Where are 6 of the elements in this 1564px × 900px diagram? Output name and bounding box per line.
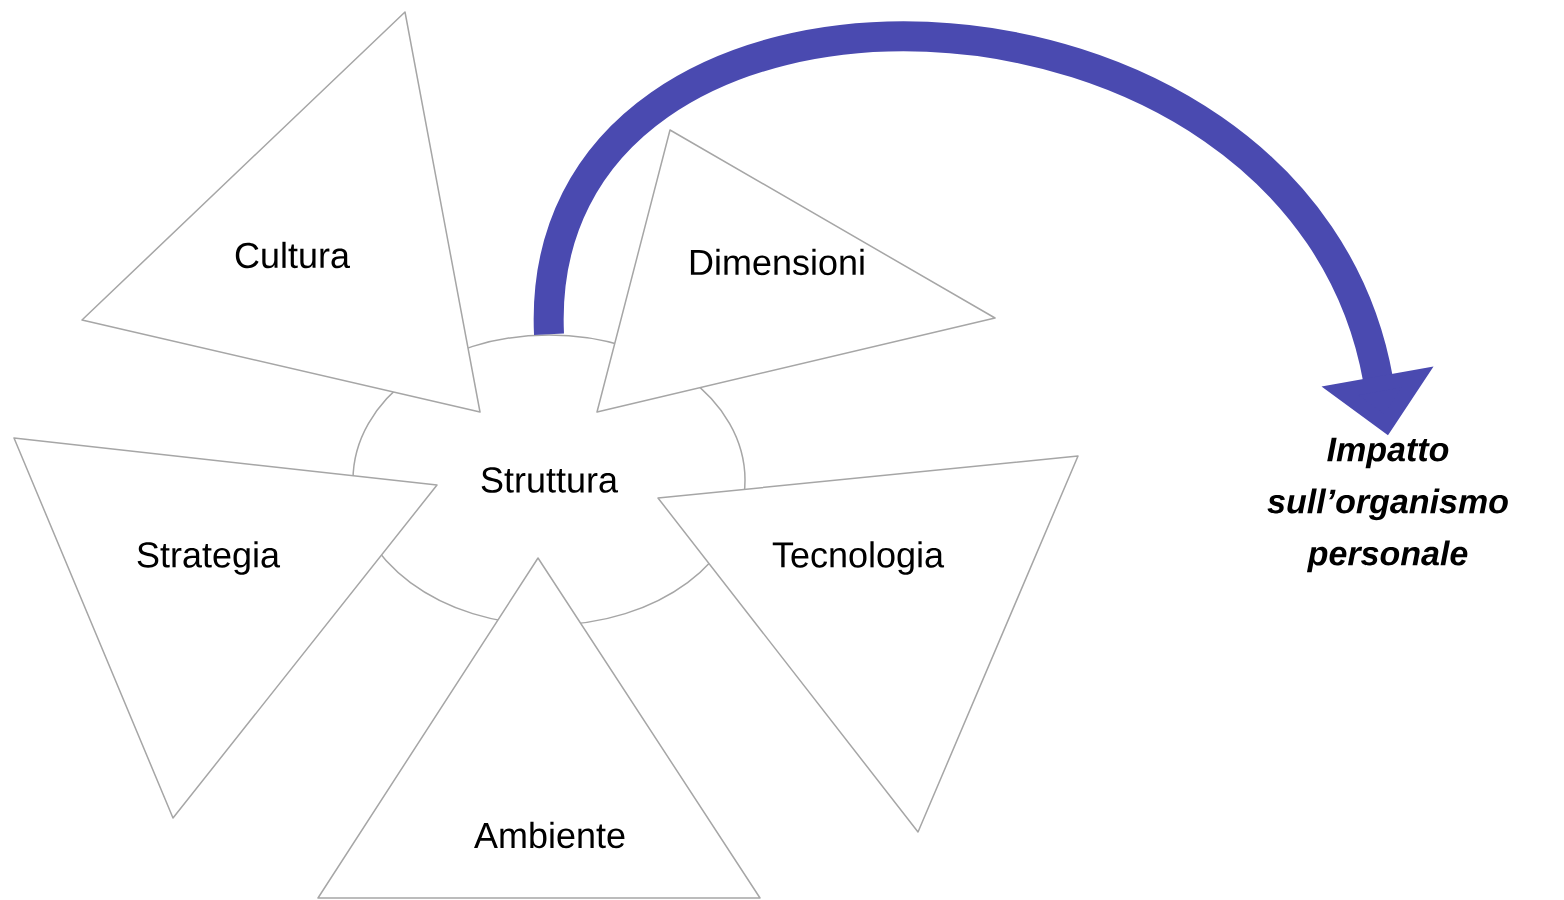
triangle-box: Ambiente: [317, 557, 761, 899]
triangle-box: Cultura: [81, 11, 481, 413]
triangle-box: Tecnologia: [657, 455, 1079, 833]
triangle-box: Strategia: [13, 437, 438, 819]
triangle-box: Dimensioni: [596, 129, 996, 413]
caption-text: Impatto sull’organismo personale: [1267, 437, 1508, 573]
